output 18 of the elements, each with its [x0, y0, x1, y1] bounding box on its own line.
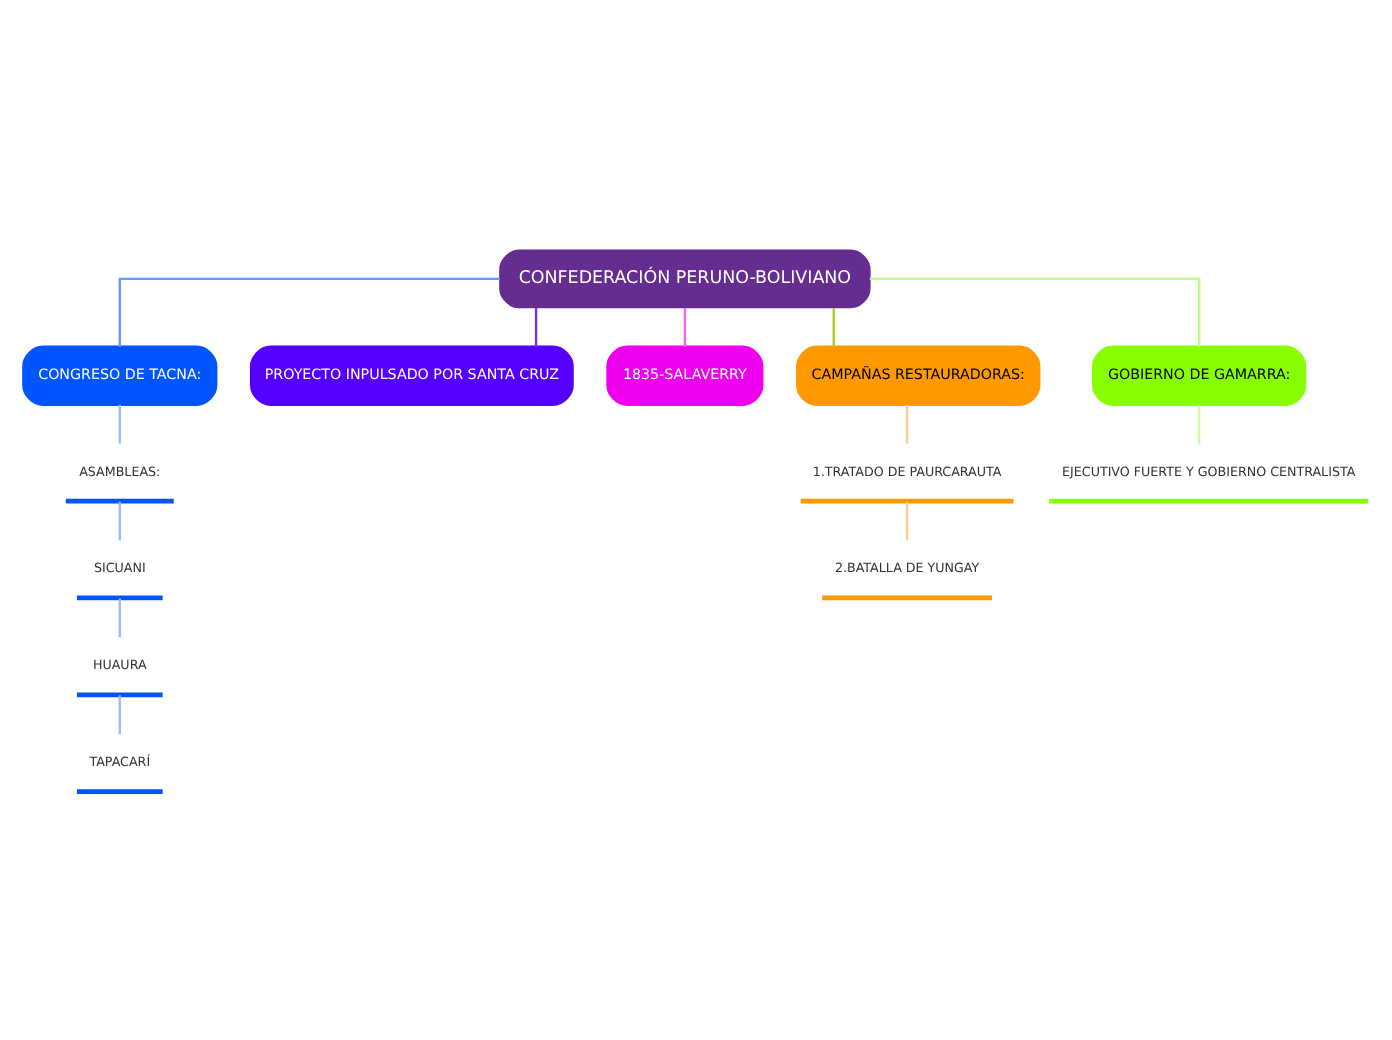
- connector: [118, 403, 121, 443]
- node-box: GOBIERNO DE GAMARRA:: [1092, 344, 1307, 405]
- node-box: PROYECTO INPULSADO POR SANTA CRUZ: [249, 344, 574, 405]
- connector: [118, 694, 121, 734]
- connector: [869, 276, 1201, 346]
- node-box: CONGRESO DE TACNA:: [22, 344, 218, 405]
- connector: [832, 306, 835, 346]
- node-box: CAMPAÑAS RESTAURADORAS:: [796, 344, 1041, 405]
- node-box: 1835-SALAVERRY: [606, 344, 764, 405]
- connector: [905, 403, 909, 443]
- connector: [1198, 403, 1201, 443]
- connector: [905, 500, 909, 540]
- connector: [118, 276, 500, 346]
- connector: [118, 500, 121, 540]
- connector: [534, 306, 538, 346]
- connector: [683, 306, 687, 346]
- node-box: CONFEDERACIÓN PERUNO-BOLIVIANO: [499, 248, 871, 308]
- connector: [118, 597, 121, 637]
